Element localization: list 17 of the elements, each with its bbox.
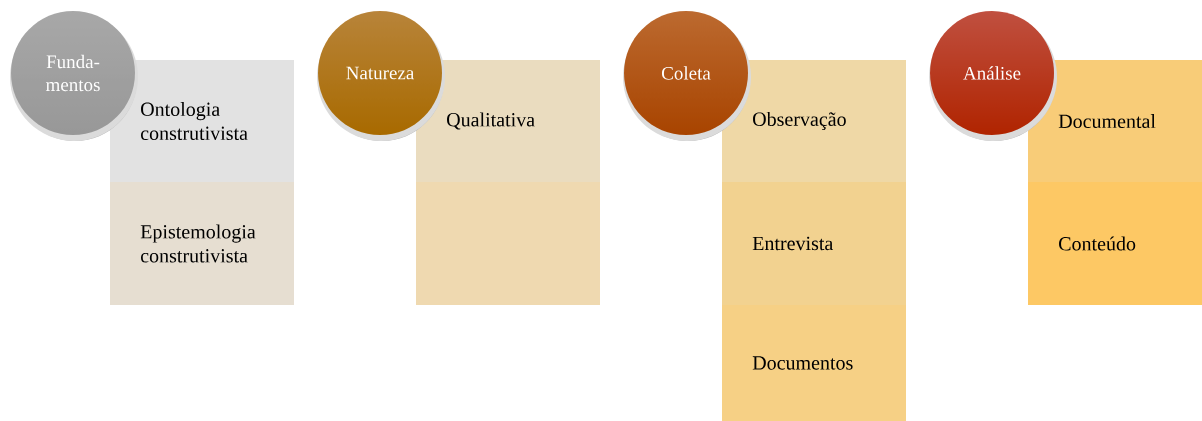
- node-label: Documental: [1058, 113, 1156, 129]
- node-label: Epistemologia construtivista: [140, 224, 256, 263]
- text-box: [722, 60, 906, 182]
- node-label: Qualitativa: [447, 112, 535, 130]
- text-box: [722, 182, 906, 305]
- text-box: [110, 182, 294, 305]
- node-label: Documentos: [752, 356, 853, 370]
- text-box: [416, 60, 600, 182]
- empty-box: [416, 182, 600, 305]
- text-box: [1028, 182, 1202, 305]
- node-label: Ontologia construtivista: [140, 101, 248, 141]
- text-box: [722, 305, 906, 421]
- text-box: [110, 60, 294, 182]
- node-label: Entrevista: [752, 236, 834, 251]
- node-label: Conteúdo: [1059, 236, 1136, 251]
- node-label: Observação: [753, 111, 846, 131]
- text-box: [1028, 60, 1202, 182]
